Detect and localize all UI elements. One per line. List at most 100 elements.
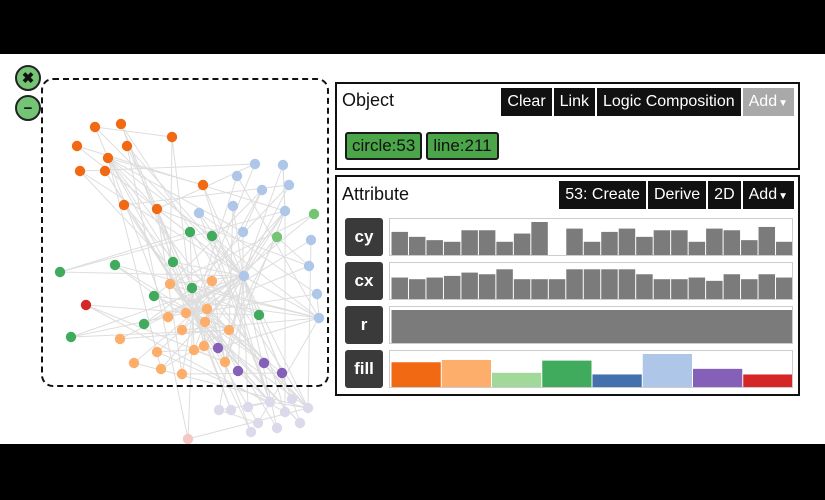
graph-node[interactable] — [180, 307, 192, 319]
histogram-bar[interactable] — [583, 241, 601, 255]
graph-node[interactable] — [71, 140, 83, 152]
graph-node[interactable] — [151, 203, 163, 215]
histogram-bar[interactable] — [478, 230, 496, 255]
graph-node[interactable] — [114, 333, 126, 345]
graph-node[interactable] — [148, 290, 160, 302]
attribute-label-cy[interactable]: cy — [345, 218, 383, 256]
close-icon[interactable]: ✖ — [15, 65, 41, 91]
graph-node[interactable] — [193, 207, 205, 219]
graph-node[interactable] — [271, 231, 283, 243]
histogram-bar[interactable] — [758, 274, 776, 299]
graph-node[interactable] — [225, 404, 237, 416]
histogram-bar[interactable] — [426, 277, 443, 299]
graph-node[interactable] — [102, 152, 114, 164]
histogram-bar[interactable] — [531, 222, 548, 255]
graph-node[interactable] — [302, 402, 314, 414]
histogram-bar[interactable] — [496, 241, 513, 255]
graph-node[interactable] — [264, 396, 276, 408]
attribute-label-r[interactable]: r — [345, 306, 383, 344]
graph-node[interactable] — [286, 393, 298, 405]
graph-node[interactable] — [305, 234, 317, 246]
histogram-bar[interactable] — [492, 372, 542, 387]
histogram-cx[interactable] — [389, 262, 793, 300]
histogram-bar[interactable] — [443, 241, 461, 255]
histogram-cy[interactable] — [389, 218, 793, 256]
histogram-bar[interactable] — [566, 269, 583, 299]
attribute-add-dropdown[interactable]: Add▼ — [742, 181, 794, 209]
histogram-bar[interactable] — [601, 269, 618, 299]
histogram-bar[interactable] — [601, 231, 618, 255]
graph-node[interactable] — [206, 230, 218, 242]
histogram-bar[interactable] — [653, 279, 671, 299]
histogram-fill[interactable] — [389, 350, 793, 388]
histogram-bar[interactable] — [741, 240, 758, 255]
object-add-dropdown[interactable]: Add▼ — [742, 88, 794, 116]
graph-node[interactable] — [294, 417, 306, 429]
graph-node[interactable] — [227, 200, 239, 212]
graph-node[interactable] — [167, 256, 179, 268]
graph-node[interactable] — [198, 340, 210, 352]
histogram-bar[interactable] — [758, 226, 776, 255]
histogram-bar[interactable] — [583, 269, 601, 299]
histogram-bar[interactable] — [391, 362, 441, 387]
histogram-bar[interactable] — [636, 274, 653, 299]
histogram-bar[interactable] — [531, 279, 548, 299]
graph-node[interactable] — [252, 417, 264, 429]
graph-node[interactable] — [279, 406, 291, 418]
histogram-bar[interactable] — [618, 269, 636, 299]
histogram-bar[interactable] — [391, 310, 793, 343]
graph-node[interactable] — [313, 312, 325, 324]
graph-node[interactable] — [258, 357, 270, 369]
histogram-bar[interactable] — [513, 233, 531, 255]
graph-node[interactable] — [99, 165, 111, 177]
histogram-bar[interactable] — [671, 279, 688, 299]
histogram-bar[interactable] — [461, 272, 478, 299]
graph-node[interactable] — [176, 368, 188, 380]
histogram-bar[interactable] — [706, 280, 723, 299]
histogram-bar[interactable] — [642, 354, 692, 387]
histogram-bar[interactable] — [688, 277, 706, 299]
graph-node[interactable] — [166, 131, 178, 143]
histogram-bar[interactable] — [408, 279, 426, 299]
graph-node[interactable] — [256, 184, 268, 196]
graph-node[interactable] — [271, 422, 283, 434]
histogram-bar[interactable] — [513, 279, 531, 299]
graph-node[interactable] — [184, 226, 196, 238]
histogram-bar[interactable] — [723, 230, 741, 255]
graph-node[interactable] — [54, 266, 66, 278]
histogram-bar[interactable] — [566, 228, 583, 255]
graph-node[interactable] — [303, 260, 315, 272]
graph-node[interactable] — [186, 282, 198, 294]
graph-node[interactable] — [253, 309, 265, 321]
histogram-bar[interactable] — [426, 240, 443, 255]
histogram-bar[interactable] — [478, 274, 496, 299]
attribute-label-fill[interactable]: fill — [345, 350, 383, 388]
derive-button[interactable]: Derive — [647, 181, 707, 209]
chip-circle[interactable]: circle:53 — [345, 132, 423, 160]
histogram-bar[interactable] — [408, 236, 426, 255]
graph-node[interactable] — [308, 208, 320, 220]
create-button[interactable]: 53: Create — [559, 181, 646, 209]
histogram-bar[interactable] — [706, 228, 723, 255]
graph-node[interactable] — [164, 278, 176, 290]
graph-node[interactable] — [182, 433, 194, 444]
graph-node[interactable] — [231, 170, 243, 182]
histogram-bar[interactable] — [636, 236, 653, 255]
graph-node[interactable] — [118, 199, 130, 211]
histogram-bar[interactable] — [671, 230, 688, 255]
graph-node[interactable] — [138, 318, 150, 330]
histogram-bar[interactable] — [723, 274, 741, 299]
graph-node[interactable] — [80, 299, 92, 311]
graph-node[interactable] — [121, 140, 133, 152]
histogram-bar[interactable] — [548, 279, 566, 299]
histogram-bar[interactable] — [461, 230, 478, 255]
histogram-bar[interactable] — [391, 277, 408, 299]
minus-icon[interactable]: − — [15, 95, 41, 121]
graph-node[interactable] — [279, 205, 291, 217]
graph-node[interactable] — [245, 426, 257, 438]
graph-node[interactable] — [162, 311, 174, 323]
graph-node[interactable] — [188, 344, 200, 356]
graph-node[interactable] — [109, 259, 121, 271]
histogram-bar[interactable] — [542, 360, 592, 387]
graph-node[interactable] — [212, 342, 224, 354]
